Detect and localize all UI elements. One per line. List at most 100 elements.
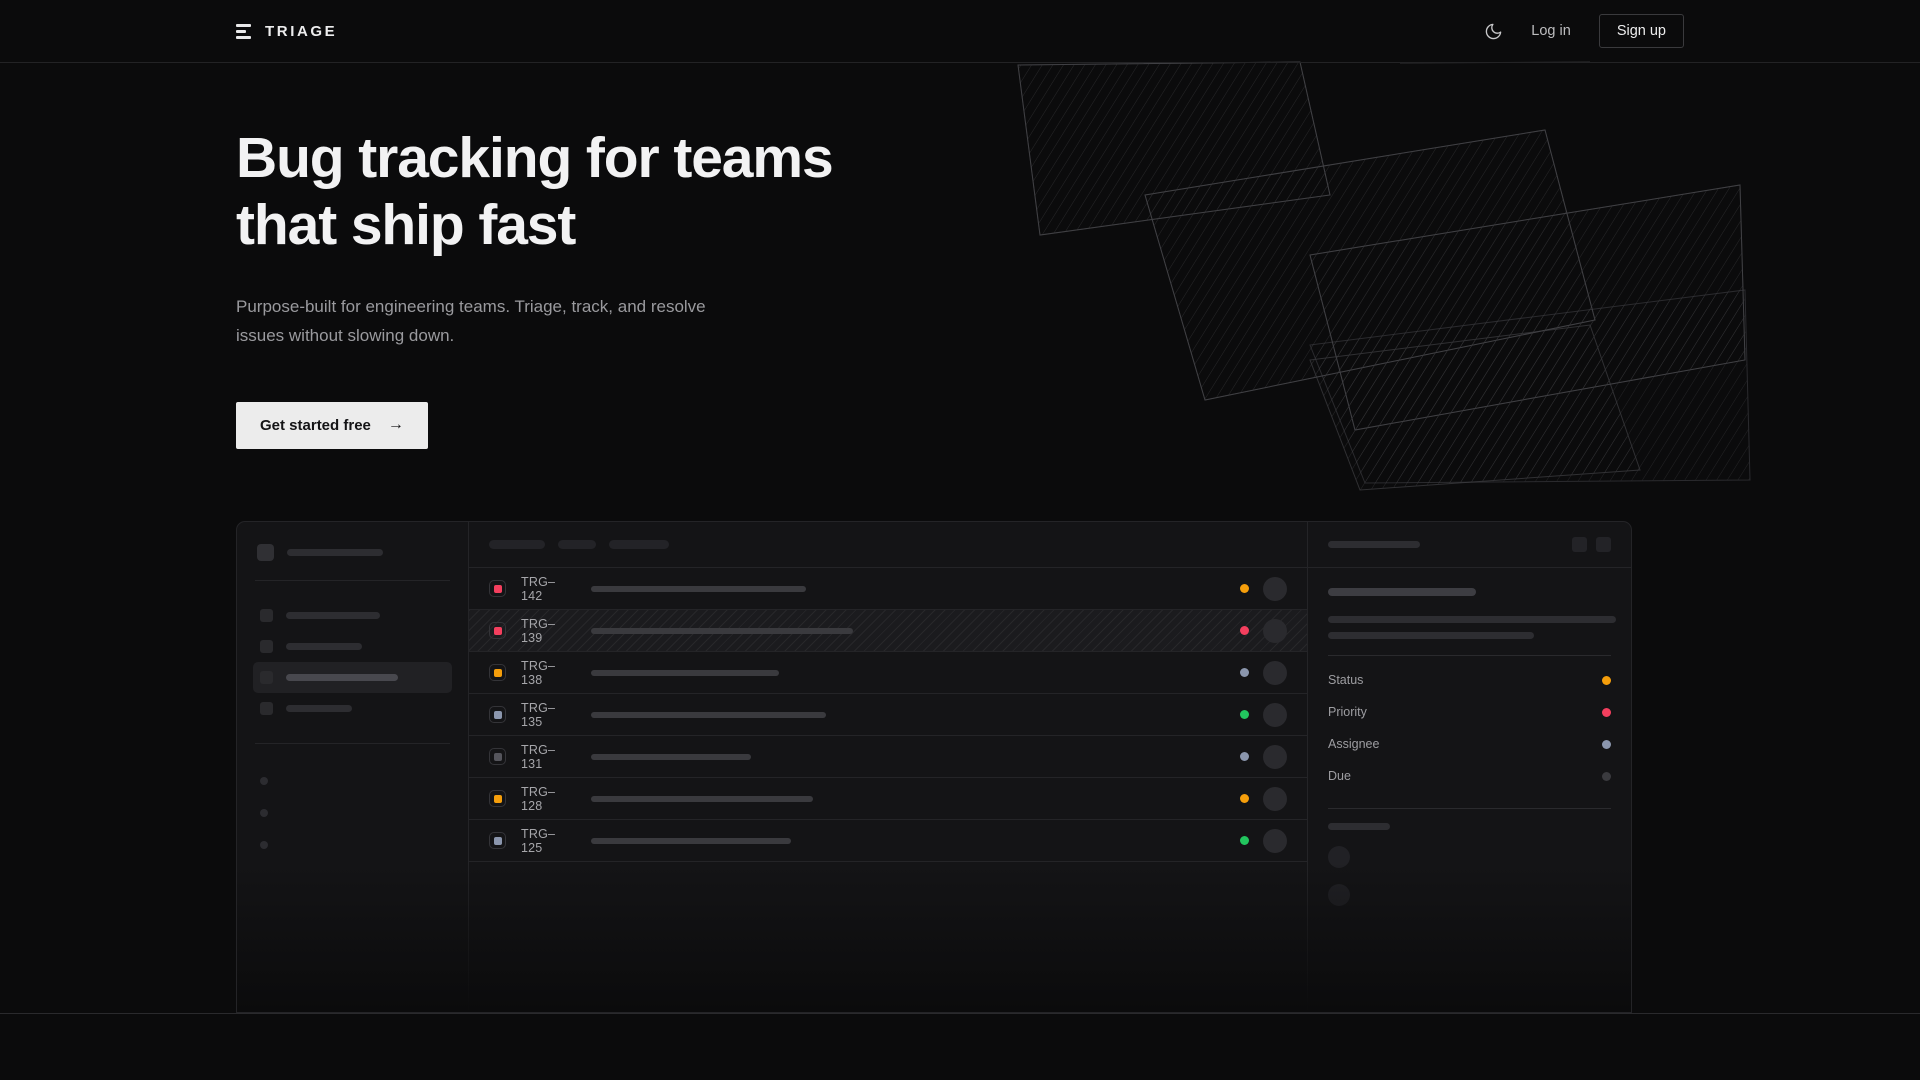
meta-row-priority[interactable]: Priority [1328,696,1611,728]
detail-heading-skeleton [1328,588,1476,596]
status-badge [1240,710,1249,719]
comment-avatars [1328,846,1611,906]
priority-badge [489,706,506,723]
sidebar-item-icon [260,609,273,622]
table-row[interactable]: TRG–138 [469,652,1307,694]
avatar[interactable] [1263,576,1287,601]
signup-button[interactable]: Sign up [1598,14,1684,48]
toolbar-chip-1[interactable] [489,540,545,549]
sidebar-nav [253,600,452,724]
sidebar-item-2[interactable] [253,631,452,662]
status-badge [1240,668,1249,677]
sidebar-sub-item-2[interactable] [253,797,452,829]
list-toolbar [469,522,1307,568]
hero-section: Bug tracking for teams that ship fast Pu… [236,125,834,449]
brand-name: TRIAGE [265,22,338,40]
more-icon[interactable] [1596,537,1611,552]
sidebar-item-label [286,643,362,650]
sidebar-item-label [286,612,380,619]
avatar[interactable] [1263,744,1287,769]
table-row[interactable]: TRG–125 [469,820,1307,862]
sidebar-sub-item-3[interactable] [253,829,452,861]
toolbar-chip-2[interactable] [558,540,596,549]
issue-id: TRG–131 [521,742,556,771]
sidebar-item-label [286,674,398,681]
priority-badge [489,832,506,849]
meta-row-status[interactable]: Status [1328,664,1611,696]
table-row[interactable]: TRG–131 [469,736,1307,778]
priority-badge [489,622,506,639]
status-badge [1240,752,1249,761]
status-badge [1240,836,1249,845]
detail-title-skeleton [1328,541,1420,548]
workspace-avatar [257,544,274,561]
comments-label-skeleton [1328,823,1390,830]
table-row[interactable]: TRG–139 [469,610,1307,652]
sub-item-dot-icon [260,777,268,785]
avatar[interactable] [1263,786,1287,811]
detail-divider-2 [1328,808,1611,809]
page-title: Bug tracking for teams that ship fast [236,125,834,260]
table-row[interactable]: TRG–142 [469,568,1307,610]
priority-badge [489,664,506,681]
meta-row-due[interactable]: Due [1328,760,1611,792]
detail-header [1308,522,1631,568]
hero-subhead: Purpose-built for engineering teams. Tri… [236,296,706,345]
workspace-switcher[interactable] [253,540,452,561]
avatar[interactable] [1263,828,1287,853]
meta-label: Due [1328,769,1351,783]
sidebar-item-1[interactable] [253,600,452,631]
avatar[interactable] [1263,702,1287,727]
table-row[interactable]: TRG–135 [469,694,1307,736]
section-divider [0,1013,1920,1014]
comment-avatar-2[interactable] [1328,884,1350,906]
sidebar-sub-item-1[interactable] [253,765,452,797]
meta-label: Assignee [1328,737,1380,751]
issue-title-skeleton [591,669,779,676]
moon-icon[interactable] [1484,22,1503,41]
sidebar-item-3[interactable] [253,662,452,693]
priority-badge [489,580,506,597]
meta-value-dot [1602,739,1611,749]
sidebar-item-4[interactable] [253,693,452,724]
expand-icon[interactable] [1572,537,1587,552]
meta-label: Priority [1328,705,1367,719]
sidebar-divider-1 [255,580,450,581]
avatar[interactable] [1263,618,1287,643]
meta-value-dot [1602,675,1611,685]
meta-value-dot [1602,771,1611,781]
sidebar-divider-2 [255,743,450,744]
header-actions: Log in Sign up [1484,14,1684,48]
issue-id: TRG–139 [521,616,556,645]
avatar[interactable] [1263,660,1287,685]
site-header: TRIAGE Log in Sign up [0,0,1920,63]
meta-label: Status [1328,673,1364,687]
priority-badge [489,748,506,765]
toolbar-chip-3[interactable] [609,540,669,549]
table-row[interactable]: TRG–128 [469,778,1307,820]
headline-line-1: Bug tracking for teams [236,126,834,190]
meta-row-assignee[interactable]: Assignee [1328,728,1611,760]
issue-id: TRG–138 [521,658,556,687]
sidebar-item-icon [260,671,273,684]
brand-logo[interactable]: TRIAGE [236,23,337,40]
sidebar-sub-list [253,765,452,861]
cta-label: Get started free [260,416,371,434]
stacked-bars-logo-icon [236,23,251,39]
login-link[interactable]: Log in [1531,23,1571,39]
get-started-button[interactable]: Get started free → [236,401,428,449]
arrow-right-icon: → [387,416,404,434]
detail-description-skeleton [1328,616,1616,639]
sidebar-item-icon [260,702,273,715]
issue-title-skeleton [591,837,791,844]
priority-badge [489,790,506,807]
sub-item-dot-icon [260,841,268,849]
comment-avatar-1[interactable] [1328,846,1350,868]
meta-value-dot [1602,707,1611,717]
issue-title-skeleton [591,711,826,718]
issue-title-skeleton [591,753,751,760]
sidebar-item-icon [260,640,273,653]
